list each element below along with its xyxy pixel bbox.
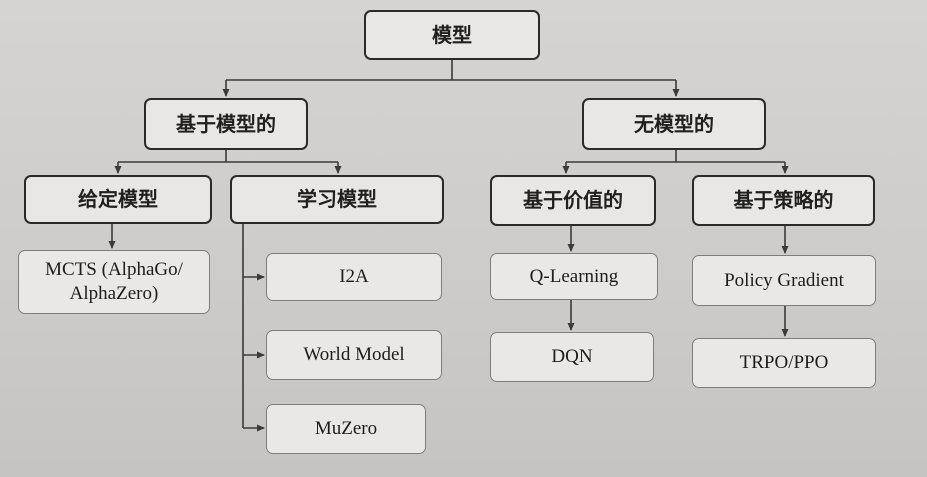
node-muzero: MuZero — [266, 404, 426, 454]
node-given-model: 给定模型 — [24, 175, 212, 224]
node-learned-model: 学习模型 — [230, 175, 444, 224]
edge-model-based-split — [118, 150, 338, 163]
node-value-based: 基于价值的 — [490, 175, 656, 226]
node-trpo-ppo: TRPO/PPO — [692, 338, 876, 388]
node-mcts: MCTS (AlphaGo/ AlphaZero) — [18, 250, 210, 314]
node-dqn: DQN — [490, 332, 654, 382]
node-root: 模型 — [364, 10, 540, 60]
node-model-free: 无模型的 — [582, 98, 766, 150]
node-policy-gradient: Policy Gradient — [692, 255, 876, 306]
node-policy-based: 基于策略的 — [692, 175, 875, 226]
node-q-learning: Q-Learning — [490, 253, 658, 300]
edge-model-free-split — [566, 150, 785, 163]
node-i2a: I2A — [266, 253, 442, 301]
edge-root-split — [226, 60, 676, 81]
node-world-model: World Model — [266, 330, 442, 380]
node-model-based: 基于模型的 — [144, 98, 308, 150]
